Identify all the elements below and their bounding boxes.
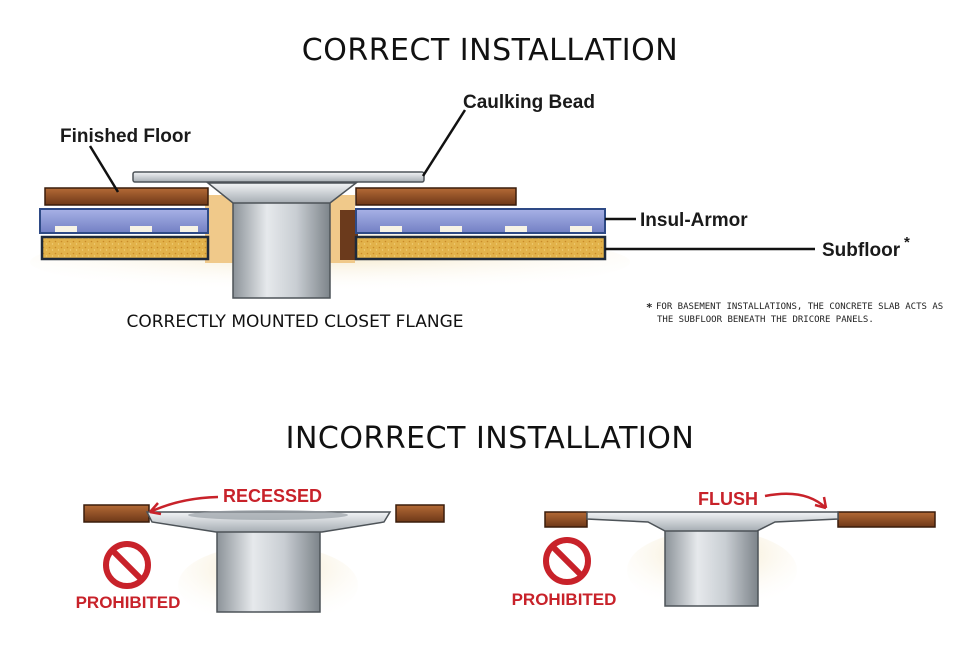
correct-caption: CORRECTLY MOUNTED CLOSET FLANGE (126, 312, 463, 332)
recessed-pipe (216, 529, 321, 613)
insul-armor-label: Insul-Armor (640, 210, 748, 231)
footnote-line-2: THE SUBFLOOR BENEATH THE DRICORE PANELS. (657, 315, 874, 325)
caulking-bead-plate (132, 171, 425, 183)
flush-label: FLUSH (698, 489, 758, 509)
flush-arrow (764, 492, 827, 509)
prohibited-icon (543, 537, 591, 585)
correct-heading: CORRECT INSTALLATION (302, 33, 678, 68)
recessed-status: PROHIBITED (76, 593, 181, 612)
footnote: * FOR BASEMENT INSTALLATIONS, THE CONCRE… (646, 301, 943, 325)
finished-floor-label: Finished Floor (60, 126, 191, 147)
recessed-example: RECESSED PROHIBITED (76, 486, 445, 625)
recessed-floor-right (395, 504, 445, 523)
caulking-bead-label: Caulking Bead (463, 92, 595, 113)
recessed-label: RECESSED (223, 486, 322, 506)
closet-flange-pipe (232, 199, 331, 299)
insul-armor-foam-blocks (55, 226, 592, 232)
flush-example: FLUSH PROHIBITED (512, 489, 936, 610)
caulking-leader (421, 109, 467, 177)
recessed-arrow (149, 495, 219, 514)
recessed-floor-left (83, 504, 150, 523)
closet-flange-collar (205, 182, 359, 204)
subfloor-left (40, 235, 210, 261)
footnote-line-1: FOR BASEMENT INSTALLATIONS, THE CONCRETE… (656, 302, 943, 312)
flush-status: PROHIBITED (512, 590, 617, 609)
flush-flange (586, 511, 839, 532)
flush-pipe (664, 529, 759, 607)
finished-floor-right (355, 187, 517, 206)
footnote-asterisk: * (646, 301, 653, 314)
incorrect-heading: INCORRECT INSTALLATION (286, 421, 695, 456)
correct-cross-section (30, 171, 630, 299)
finished-floor-leader (88, 145, 120, 193)
subfloor-right (354, 235, 607, 261)
prohibited-icon (103, 541, 151, 589)
flush-floor-right (837, 511, 936, 528)
subfloor-asterisk: * (904, 234, 910, 251)
subfloor-label: Subfloor (822, 240, 901, 261)
flush-floor-left (544, 511, 588, 528)
finished-floor-left (44, 187, 209, 206)
